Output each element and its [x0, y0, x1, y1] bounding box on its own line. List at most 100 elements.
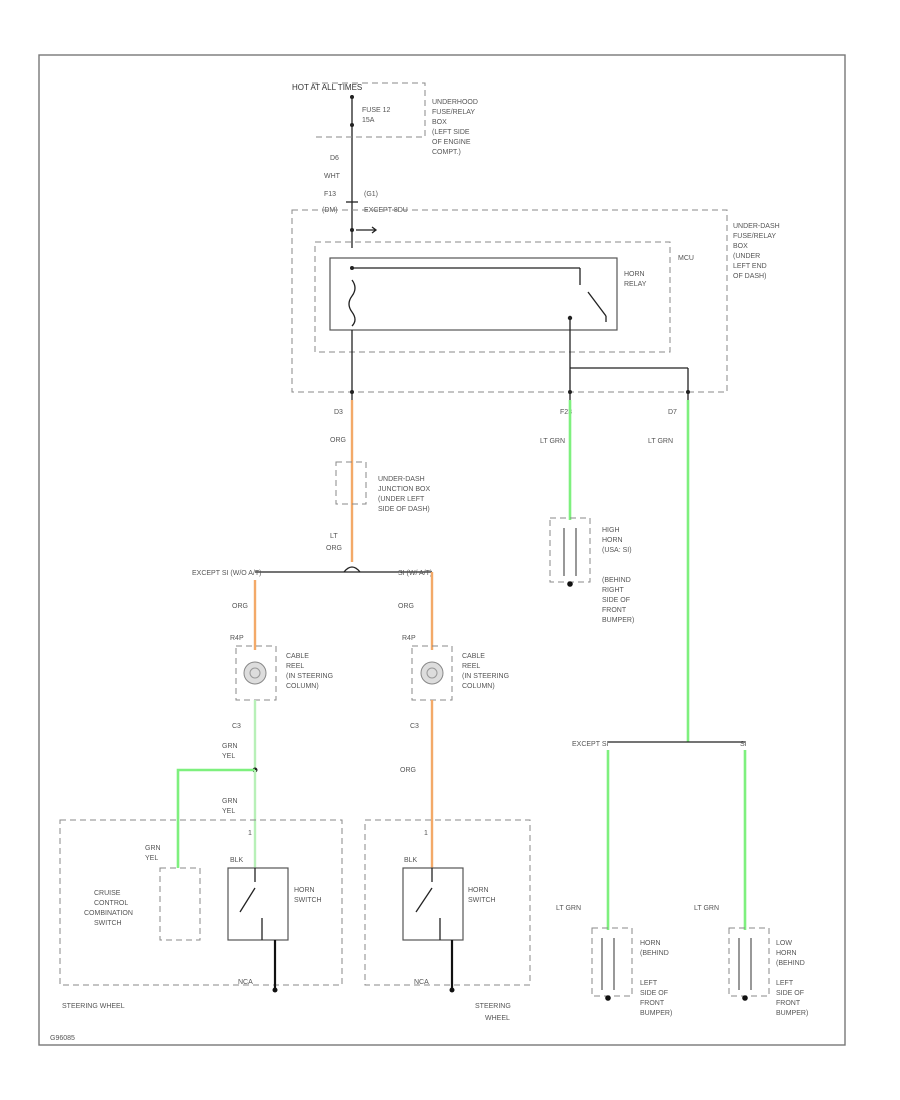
- lt-grn-label-1: LT GRN: [540, 438, 565, 445]
- nca-left-label: NCA: [238, 979, 253, 986]
- grn-yel-label-2: GRN YEL: [222, 798, 238, 815]
- svg-text:GRN: GRN: [145, 845, 161, 852]
- connector-d7-label: D7: [668, 409, 677, 416]
- high-horn-ground: [567, 581, 573, 587]
- connector-1-right: 1: [424, 830, 428, 837]
- svg-text:COLUMN): COLUMN): [462, 683, 495, 690]
- svg-text:COMBINATION: COMBINATION: [84, 910, 133, 917]
- svg-text:LT: LT: [330, 533, 338, 540]
- svg-text:(UNDER LEFT: (UNDER LEFT: [378, 496, 425, 503]
- lt-grn-label-2: LT GRN: [648, 438, 673, 445]
- svg-text:REEL: REEL: [462, 663, 480, 670]
- svg-text:BOX: BOX: [733, 243, 748, 250]
- org-wire-label-1: ORG: [330, 437, 346, 444]
- svg-text:(IN STEERING: (IN STEERING: [462, 673, 509, 680]
- svg-text:ORG: ORG: [326, 545, 342, 552]
- left-horn-outline: [591, 927, 633, 997]
- horn-switch-right-box: [402, 867, 464, 941]
- svg-text:CABLE: CABLE: [286, 653, 309, 660]
- high-horn-label: HIGH HORN (USA: SI) (BEHIND RIGHT SIDE O…: [602, 527, 634, 624]
- relay-switch-contact: [587, 291, 607, 317]
- svg-text:(BEHIND: (BEHIND: [602, 577, 631, 584]
- underdash-fuse-box-outline: [291, 209, 728, 393]
- underhood-box-label: UNDERHOOD FUSE/RELAY BOX (LEFT SIDE OF E…: [432, 99, 478, 156]
- low-horn-outline: [728, 927, 770, 997]
- svg-text:SIDE OF: SIDE OF: [602, 597, 630, 604]
- low-horn-ground: [742, 995, 748, 1001]
- low-horn-label: LOW HORN (BEHIND LEFT SIDE OF FRONT BUMP…: [776, 940, 808, 1017]
- svg-text:SIDE OF: SIDE OF: [776, 990, 804, 997]
- connector-1-left: 1: [248, 830, 252, 837]
- cable-reel-right-connector: R4P: [402, 635, 416, 642]
- d3-node: [350, 390, 354, 394]
- svg-text:WHEEL: WHEEL: [485, 1015, 510, 1022]
- fuse-bottom-node: [350, 123, 354, 127]
- svg-text:OF DASH): OF DASH): [733, 273, 766, 280]
- high-horn-outline: [549, 517, 591, 583]
- footer-code: G96085: [50, 1035, 75, 1042]
- steering-wheel-left-label: STEERING WHEEL: [62, 1003, 125, 1010]
- cruise-switch-outline: [159, 867, 201, 941]
- svg-text:COMPT.): COMPT.): [432, 149, 461, 156]
- high-horn-icon: [563, 528, 577, 576]
- horn-relay-box: [329, 257, 618, 331]
- svg-text:(UNDER: (UNDER: [733, 253, 760, 260]
- relay-coil: [348, 279, 356, 327]
- ground-left-node: [272, 987, 278, 993]
- cruise-switch-label: CRUISE CONTROL COMBINATION SWITCH: [84, 890, 133, 927]
- svg-text:HORN: HORN: [624, 271, 645, 278]
- svg-text:LOW: LOW: [776, 940, 792, 947]
- si2-label: SI: [740, 741, 747, 748]
- svg-text:HORN: HORN: [468, 887, 489, 894]
- svg-text:FRONT: FRONT: [776, 1000, 801, 1007]
- d7-node: [686, 390, 690, 394]
- cable-reel-left-connector: R4P: [230, 635, 244, 642]
- org-right-label: ORG: [398, 603, 414, 610]
- connector-dm-label: (DM): [322, 207, 338, 214]
- mcu-outline: [314, 241, 671, 353]
- diagram-frame: [38, 54, 846, 1046]
- svg-text:COLUMN): COLUMN): [286, 683, 319, 690]
- si-label: SI (W/ A/T): [398, 570, 432, 577]
- cable-reel-left-hub: [249, 667, 261, 679]
- cable-reel-right-label: CABLE REEL (IN STEERING COLUMN): [462, 653, 509, 690]
- svg-text:GRN: GRN: [222, 798, 238, 805]
- blk-left-label: BLK: [230, 857, 244, 864]
- g1-label: (G1): [364, 191, 378, 198]
- svg-text:LEFT END: LEFT END: [733, 263, 767, 270]
- svg-text:HIGH: HIGH: [602, 527, 620, 534]
- horn-switch-right-label: HORN SWITCH: [468, 887, 496, 904]
- hot-at-all-times-label: HOT AT ALL TIMES: [292, 83, 362, 92]
- fuse-label: FUSE 12: [362, 107, 391, 114]
- org-right-label-2: ORG: [400, 767, 416, 774]
- lt-grn-label-4: LT GRN: [694, 905, 719, 912]
- lt-org-label: LT ORG: [326, 533, 342, 552]
- e3-node: [568, 390, 572, 394]
- nca-right-label: NCA: [414, 979, 429, 986]
- svg-text:HORN: HORN: [776, 950, 797, 957]
- blk-right-label: BLK: [404, 857, 418, 864]
- cable-reel-left-icon: [243, 661, 267, 685]
- svg-text:YEL: YEL: [145, 855, 158, 862]
- low-horn-icon: [738, 938, 752, 990]
- underdash-fuse-box-label: UNDER-DASH FUSE/RELAY BOX (UNDER LEFT EN…: [733, 223, 780, 280]
- ground-right-node: [449, 987, 455, 993]
- horn-switch-left-contact: [239, 887, 256, 913]
- svg-text:RELAY: RELAY: [624, 281, 647, 288]
- org-split-jump: [343, 566, 361, 573]
- fuse-amp-label: 15A: [362, 117, 375, 124]
- left-horn-label: HORN (BEHIND LEFT SIDE OF FRONT BUMPER): [640, 940, 672, 1017]
- svg-text:SWITCH: SWITCH: [294, 897, 322, 904]
- left-horn-ground: [605, 995, 611, 1001]
- svg-text:(IN STEERING: (IN STEERING: [286, 673, 333, 680]
- connector-d6-label: D6: [330, 155, 339, 162]
- svg-text:STEERING: STEERING: [475, 1003, 511, 1010]
- svg-text:BOX: BOX: [432, 119, 447, 126]
- svg-text:CABLE: CABLE: [462, 653, 485, 660]
- svg-text:JUNCTION BOX: JUNCTION BOX: [378, 486, 430, 493]
- lt-grn-label-3: LT GRN: [556, 905, 581, 912]
- wht-wire-label: WHT: [324, 173, 341, 180]
- junction-box-outline: [335, 461, 367, 505]
- cable-reel-right-hub: [426, 667, 438, 679]
